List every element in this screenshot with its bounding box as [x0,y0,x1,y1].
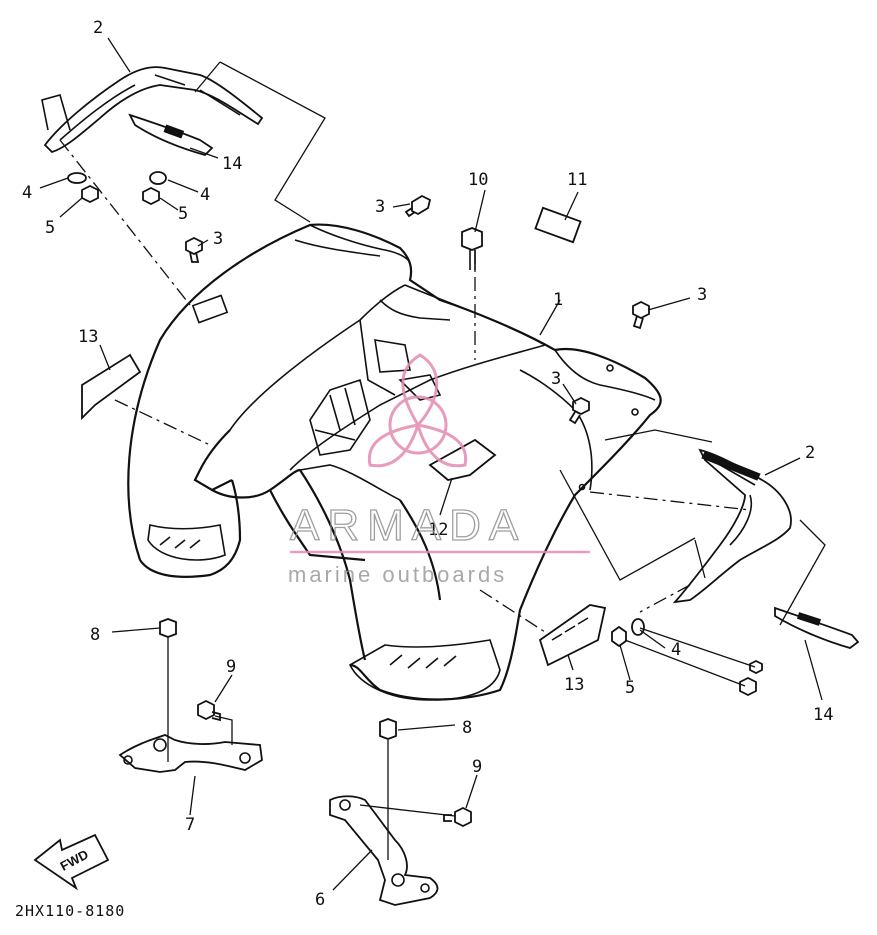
washer-4d [749,659,763,675]
label-7: 7 [185,815,195,835]
fasteners [67,171,763,828]
label-3c: 3 [697,285,707,305]
bracket-upper-left [128,113,214,157]
watermark-brand: ARMADA [290,501,526,550]
washer-4b [149,171,167,185]
watermark: ARMADA marine outboards [288,353,590,587]
label-4c: 4 [671,640,681,660]
label-5a: 5 [45,218,55,238]
decal-13-left [81,353,142,421]
assembly-lines [59,61,826,860]
label-14b: 14 [813,705,833,725]
label-12: 12 [428,520,448,540]
callout-numbers: 2 4 5 14 4 5 3 3 10 11 1 3 3 13 2 12 13 … [22,18,833,910]
nut-5b [142,186,160,206]
nut-5a [81,184,99,204]
drawing-code: 2HX110-8180 [15,902,125,920]
washer-4c [631,618,645,636]
label-10: 10 [468,170,488,190]
label-2b: 2 [805,443,815,463]
label-5b: 5 [178,204,188,224]
bolt-9b [443,806,472,828]
guard-right [672,448,792,604]
grommet-8a [159,618,177,638]
label-13b: 13 [564,675,584,695]
watermark-logo-icon [367,353,468,468]
label-2a: 2 [93,18,103,38]
label-5c: 5 [625,678,635,698]
decal-11 [534,206,582,244]
stay-left [118,734,263,773]
label-8b: 8 [462,718,472,738]
watermark-tagline: marine outboards [288,562,507,587]
label-4b: 4 [200,185,210,205]
decal-13-right [538,604,607,667]
plate-12 [428,438,497,481]
label-4a: 4 [22,183,32,203]
label-14a: 14 [222,154,242,174]
label-13a: 13 [78,327,98,347]
nut-5d [739,676,757,697]
bolt-3d [568,396,590,425]
stay-front [329,795,439,906]
bolt-9a [197,699,221,722]
nut-5c [611,625,627,648]
bolt-10 [461,227,483,251]
bolt-3c [632,300,650,330]
callout-leaders [39,37,823,891]
bolt-3a [404,194,432,218]
label-3b: 3 [213,229,223,249]
label-1: 1 [553,290,563,310]
bolt-3b [185,236,203,263]
rear-fender [127,223,662,701]
washer-4a [67,172,87,184]
label-11: 11 [567,170,587,190]
grommet-8b [379,718,397,740]
label-9a: 9 [226,657,236,677]
label-8a: 8 [90,625,100,645]
guard-upper-left [41,66,264,154]
label-3a: 3 [375,197,385,217]
label-3d: 3 [551,369,561,389]
bracket-right [774,606,860,649]
fwd-arrow: FWD [33,833,110,891]
label-6: 6 [315,890,325,910]
label-9b: 9 [472,757,482,777]
